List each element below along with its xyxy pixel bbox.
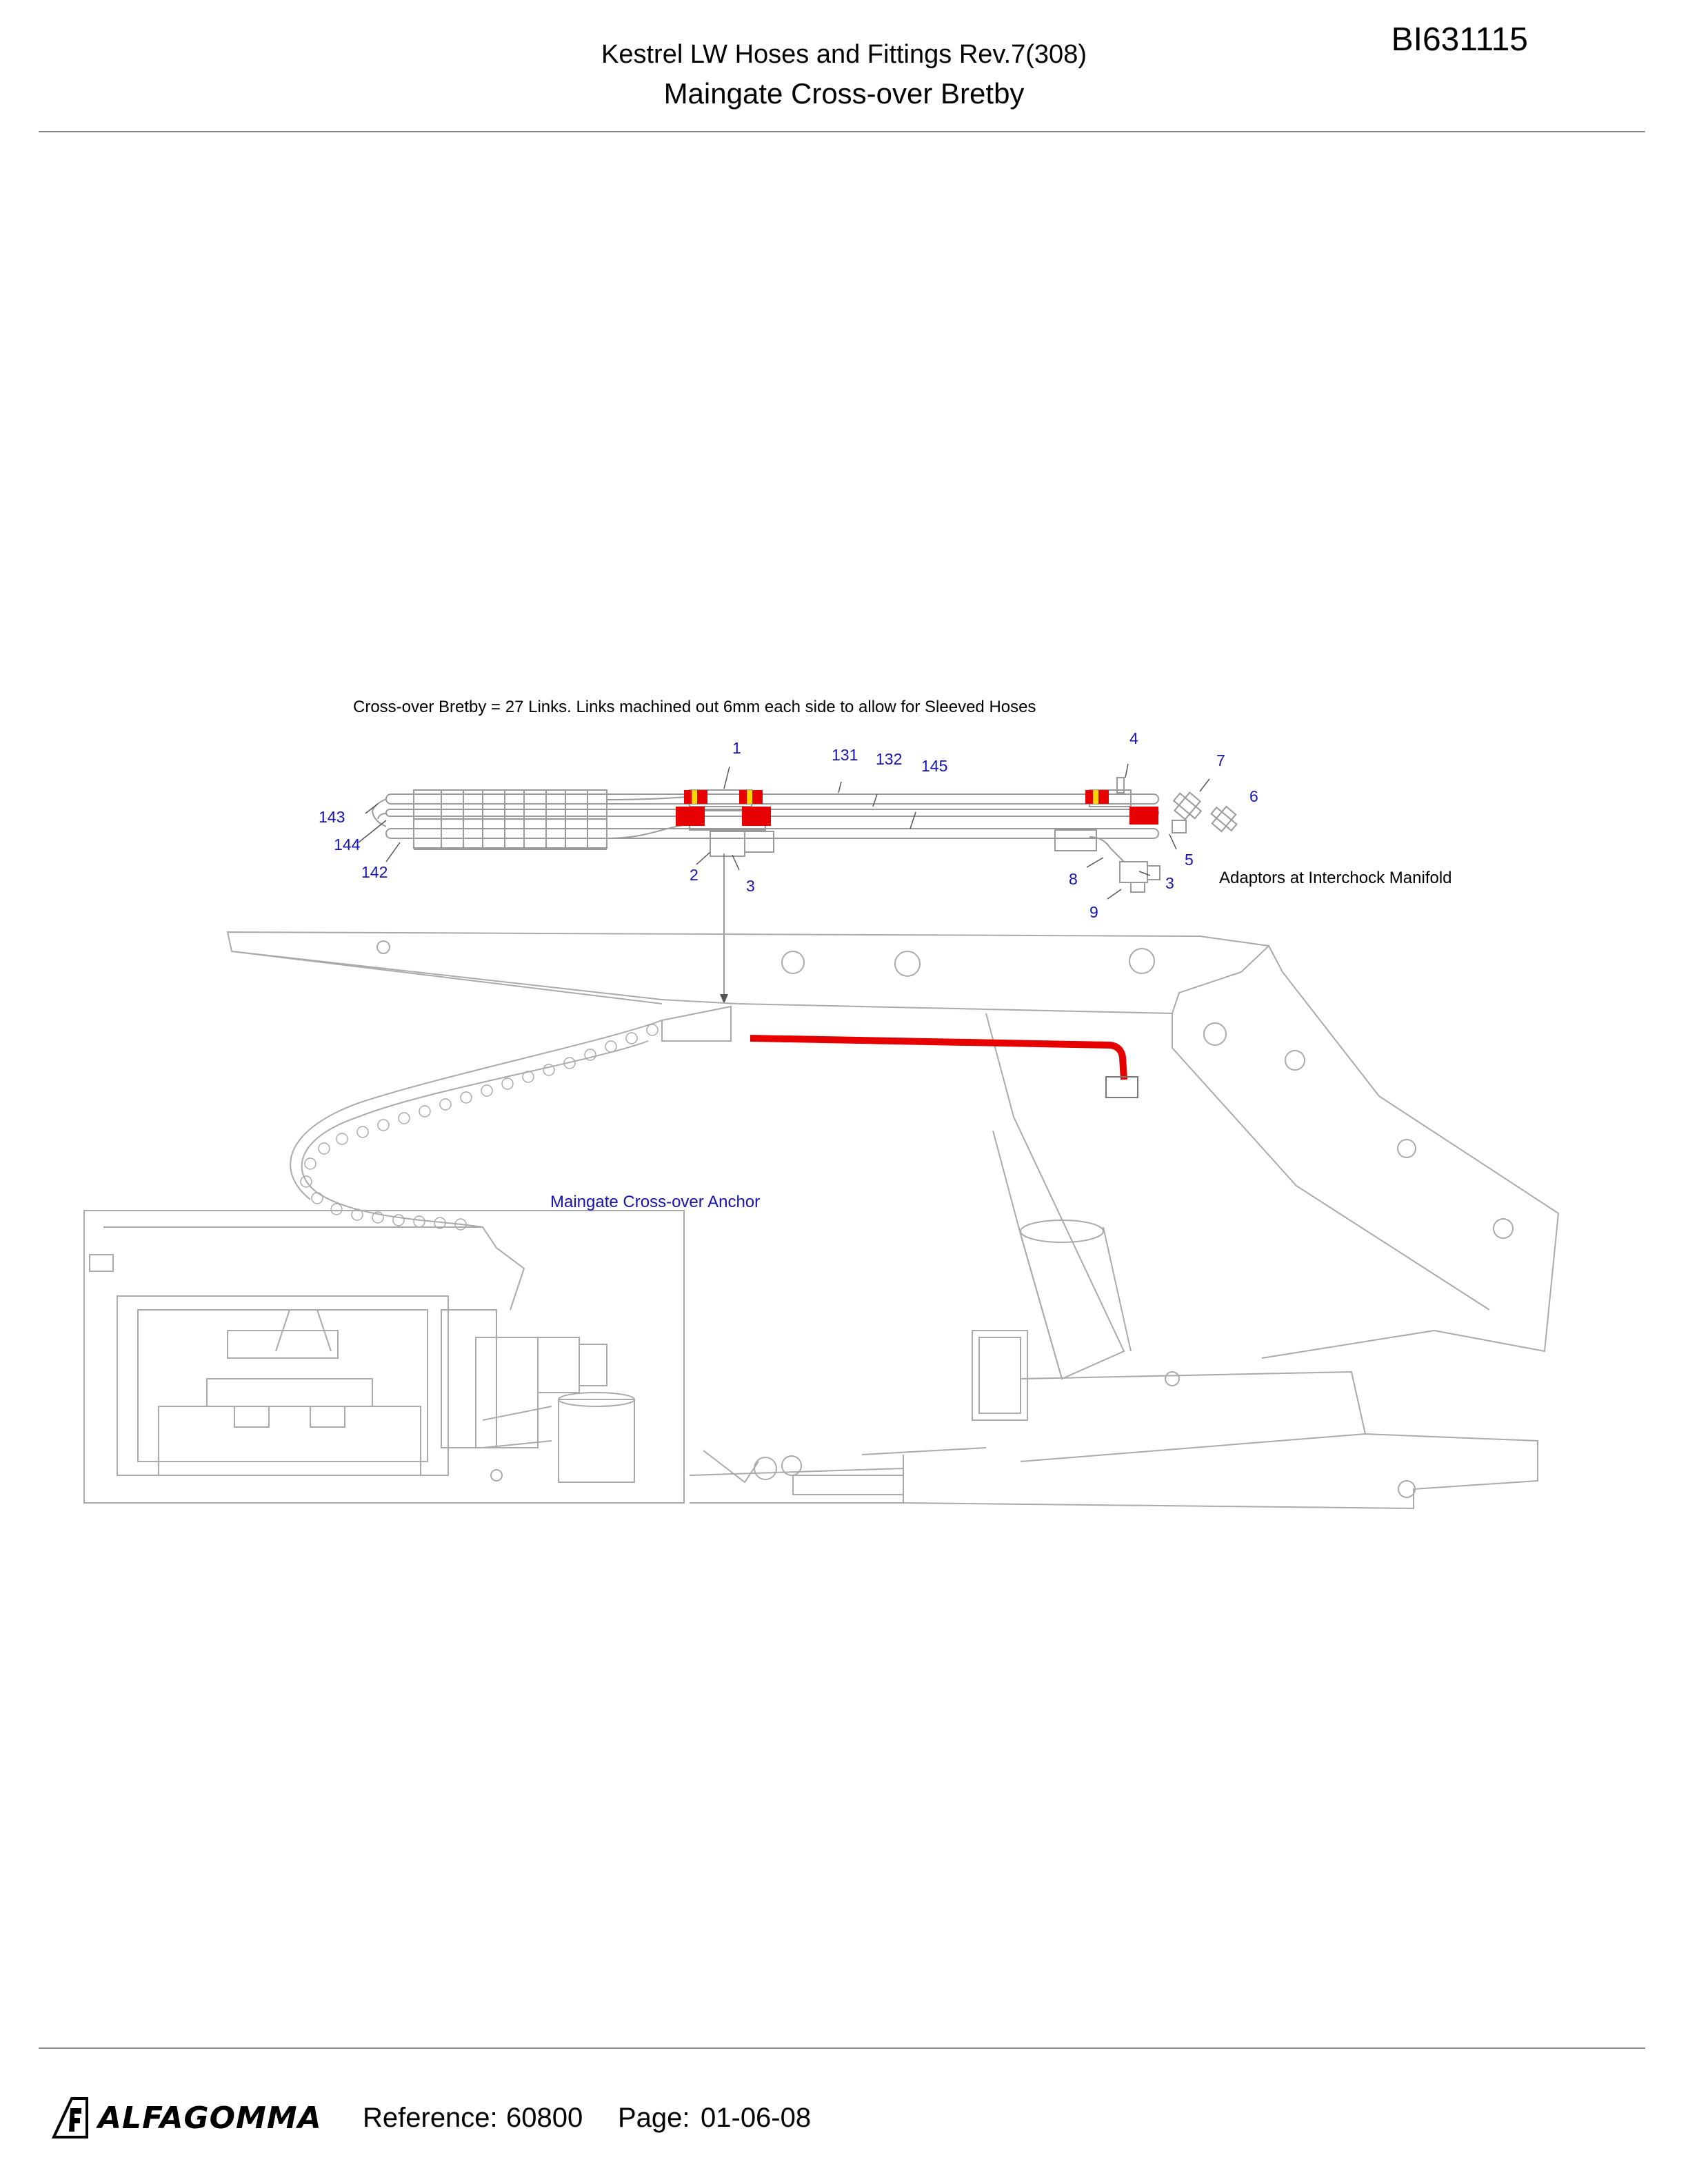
document-id: BI631115 <box>1391 21 1528 58</box>
callout-143: 143 <box>319 808 345 826</box>
alfagomma-logo: ALFAGOMMA <box>51 2096 322 2140</box>
callout-leaders <box>358 763 1210 1004</box>
callout-6: 6 <box>1249 787 1258 805</box>
callout-3-left: 3 <box>746 877 755 895</box>
callout-8: 8 <box>1069 870 1078 888</box>
machine-assembly <box>83 931 1560 1510</box>
installed-hose-highlight <box>750 1035 1138 1098</box>
document-title: Kestrel LW Hoses and Fittings Rev.7(308) <box>601 40 1087 69</box>
callout-7: 7 <box>1216 751 1225 769</box>
adaptors-note: Adaptors at Interchock Manifold <box>1219 869 1452 887</box>
bretby-chain-links <box>300 1024 659 1231</box>
logo-wordmark: ALFAGOMMA <box>98 2100 322 2136</box>
hose-sleeve-highlights <box>676 790 1158 826</box>
alfagomma-logo-icon <box>51 2097 88 2138</box>
page-value: 01-06-08 <box>701 2103 812 2133</box>
anchor-label: Maingate Cross-over Anchor <box>550 1193 761 1211</box>
callout-1: 1 <box>732 739 741 757</box>
callout-144: 144 <box>334 836 361 853</box>
page-label: Page: <box>618 2103 690 2133</box>
reference-value: 60800 <box>506 2103 583 2133</box>
bretby-link-note: Cross-over Bretby = 27 Links. Links mach… <box>353 698 1036 716</box>
reference-label: Reference: <box>363 2103 498 2133</box>
callout-132: 132 <box>876 750 903 768</box>
document-subtitle: Maingate Cross-over Bretby <box>663 77 1025 110</box>
footer-divider <box>39 2048 1645 2049</box>
callout-2: 2 <box>690 866 699 884</box>
callout-3-right: 3 <box>1165 874 1174 892</box>
callout-142: 142 <box>361 863 388 881</box>
header-divider <box>39 131 1645 132</box>
callout-9: 9 <box>1089 903 1098 921</box>
callout-4: 4 <box>1129 729 1138 747</box>
callout-145: 145 <box>921 757 948 775</box>
callout-5: 5 <box>1185 851 1194 869</box>
callout-131: 131 <box>832 746 858 764</box>
